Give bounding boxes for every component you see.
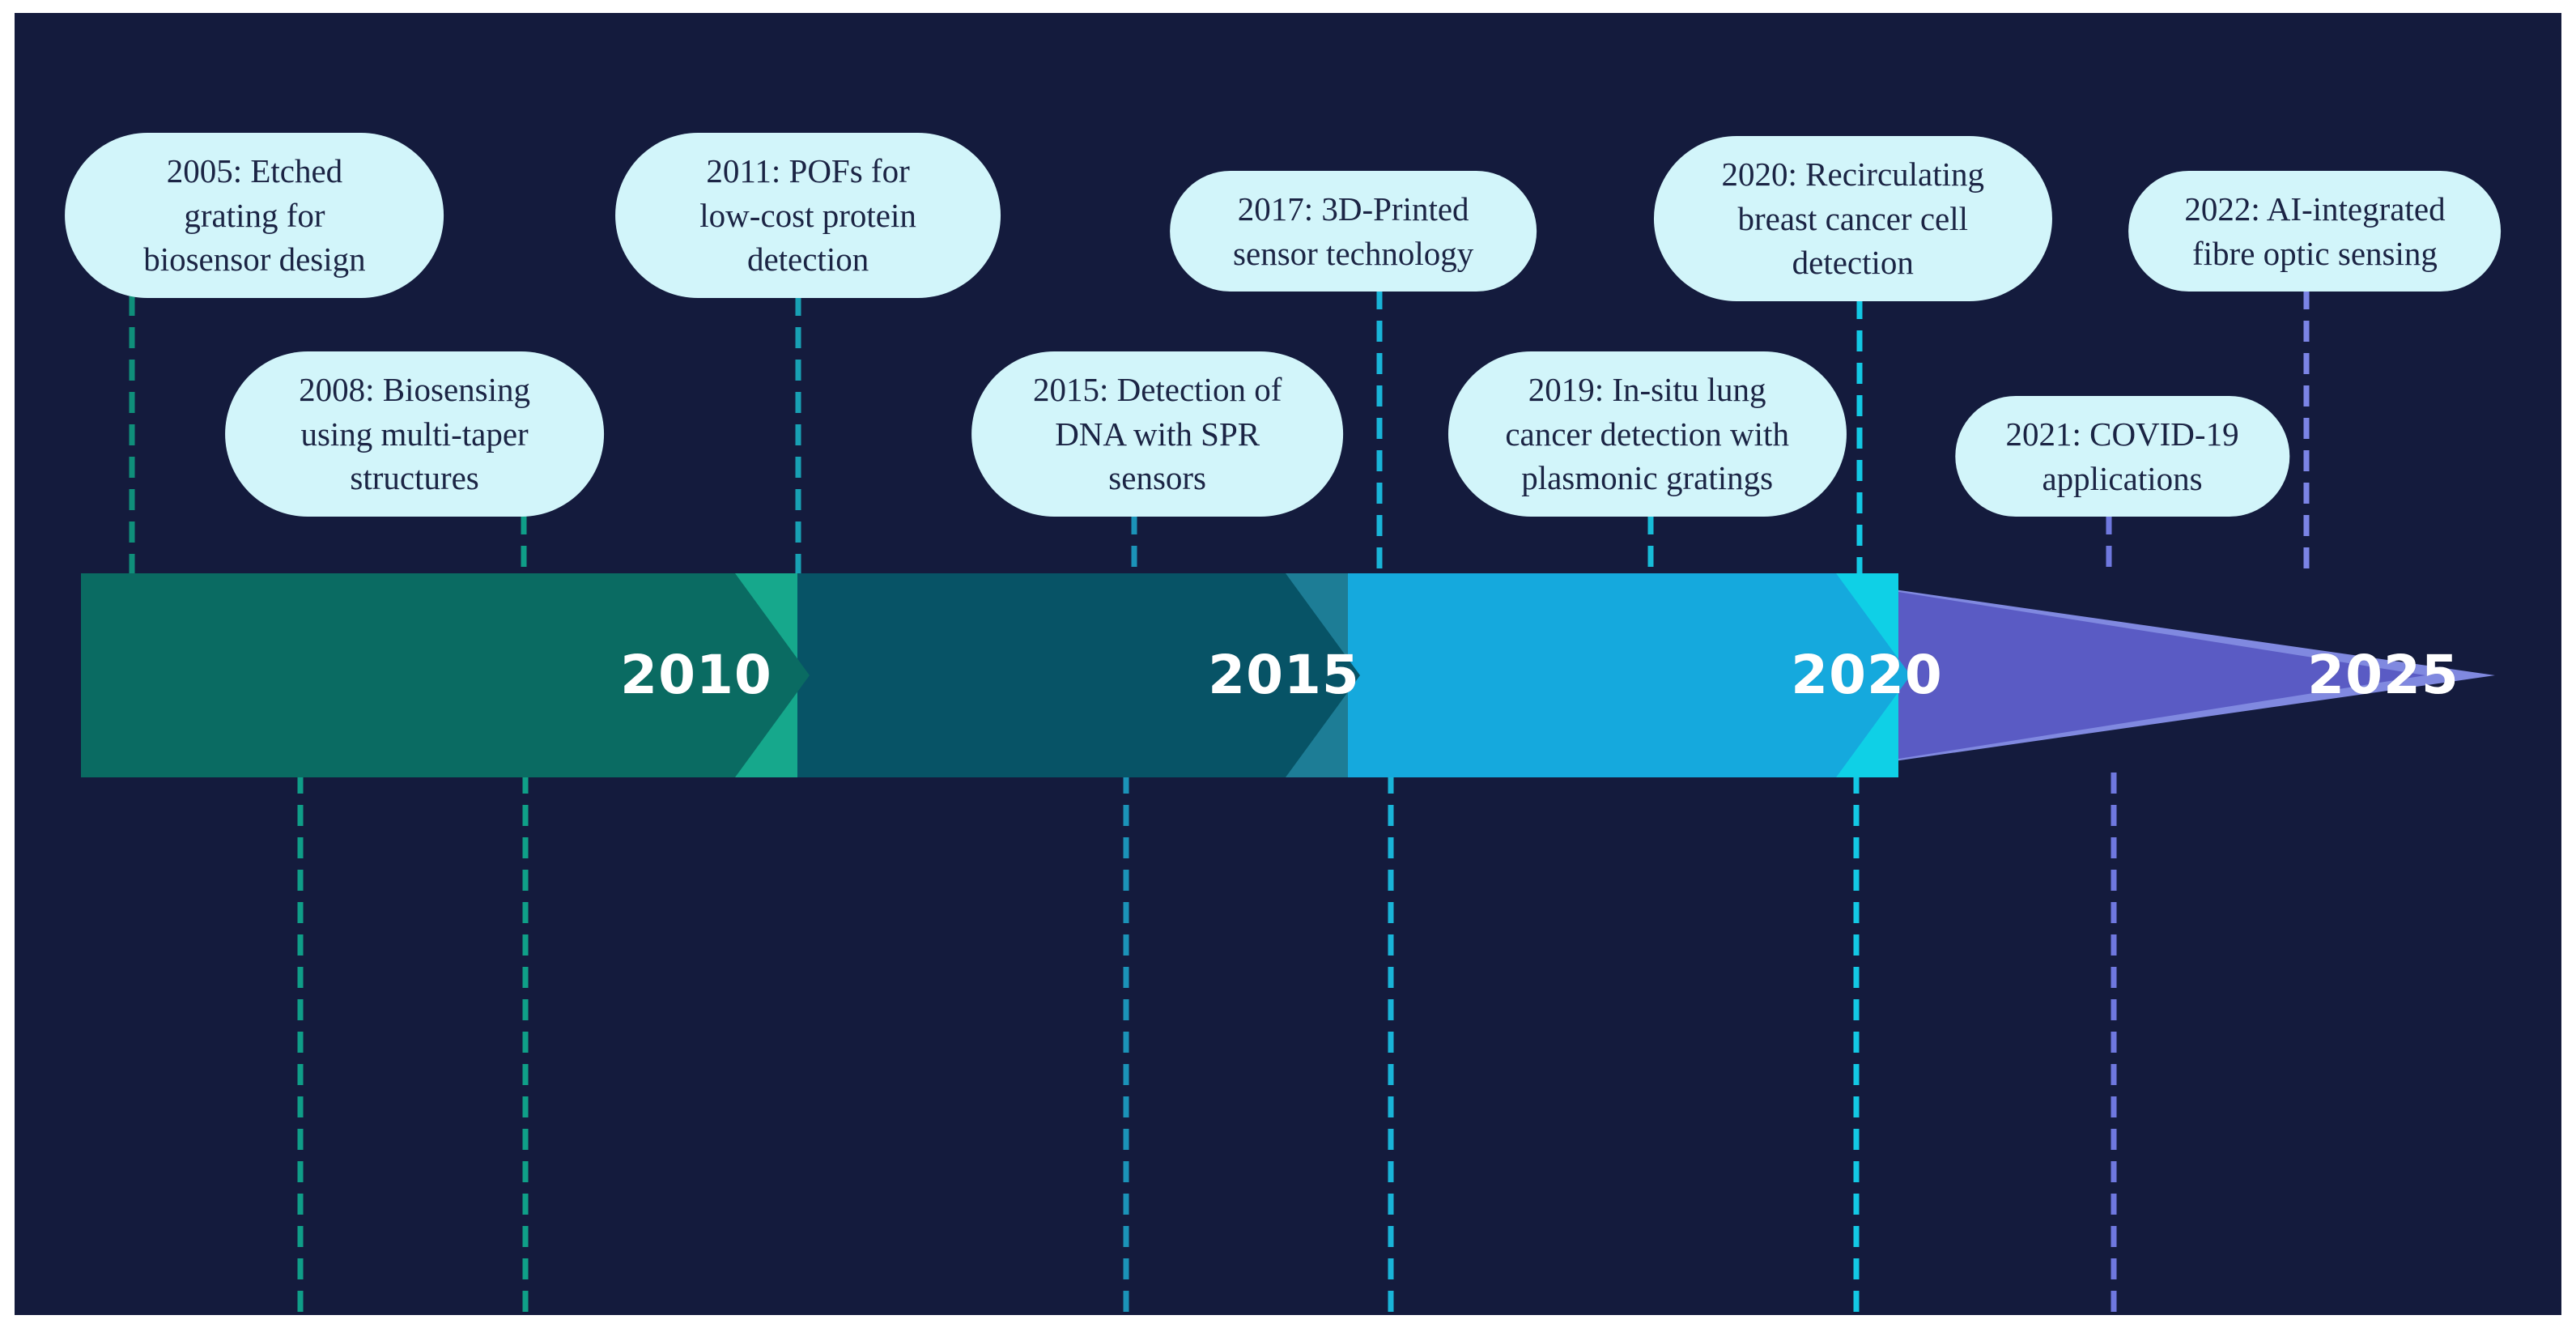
event-bubble[interactable]: 2022: AI-integrated fibre optic sensing <box>2128 171 2502 292</box>
event-connector-line <box>795 295 801 578</box>
event-bubble-text: 2022: AI-integrated fibre optic sensing <box>2184 187 2445 275</box>
event-connector-line <box>129 295 135 578</box>
event-bubble-line: 2008: Biosensing <box>299 371 531 409</box>
event-bubble-line: 2015: Detection of <box>1032 371 1282 409</box>
year-label-2025: 2025 <box>2307 644 2459 706</box>
event-bubble-text: 2008: Biosensing using multi-taper structu… <box>299 368 530 500</box>
event-bubble[interactable]: 2005: Etched grating for biosensor design <box>65 133 444 299</box>
year-label-2020: 2020 <box>1791 644 1943 706</box>
event-bubble[interactable]: 2020: Recirculating breast cancer cell det… <box>1653 136 2052 302</box>
event-bubble-line: 2017: 3D-Printed <box>1237 190 1469 228</box>
event-bubble-text: 2015: Detection of DNA with SPR sensors <box>1033 368 1282 500</box>
event-bubble-line: sensors <box>1108 459 1207 497</box>
event-bubble-text: 2011: POFs for low-cost protein detection <box>699 149 916 282</box>
event-bubble-line: fibre optic sensing <box>2192 234 2438 272</box>
year-label-2010: 2010 <box>620 644 772 706</box>
event-bubble-line: 2005: Etched <box>166 152 343 190</box>
event-bubble-line: breast cancer cell <box>1737 199 1969 237</box>
event-bubble-line: 2011: POFs for <box>706 152 910 190</box>
event-bubble[interactable]: 2017: 3D-Printed sensor technology <box>1169 171 1537 292</box>
event-bubble-line: structures <box>350 459 479 497</box>
segment-2010-body <box>81 573 810 777</box>
event-connector-line <box>522 773 529 1315</box>
event-bubble-text: 2020: Recirculating breast cancer cell det… <box>1722 152 1985 285</box>
event-bubble-line: 2020: Recirculating <box>1721 155 1985 194</box>
event-bubble-line: low-cost protein <box>699 196 916 234</box>
event-bubble-line: 2021: COVID-19 <box>2005 415 2239 453</box>
event-bubble[interactable]: 2019: In-situ lung cancer detection with p… <box>1447 351 1847 517</box>
diagram-panel: 2010 2015 2020 2025 2005: Etched grating … <box>15 13 2561 1315</box>
event-bubble-line: sensor technology <box>1233 234 1474 272</box>
event-bubble-text: 2017: 3D-Printed sensor technology <box>1233 187 1473 275</box>
event-bubble[interactable]: 2021: COVID-19 applications <box>1954 396 2290 517</box>
event-bubble-text: 2019: In-situ lung cancer detection with p… <box>1505 368 1789 500</box>
event-connector-line <box>1123 773 1129 1315</box>
event-connector-line <box>297 773 304 1315</box>
event-connector-line <box>1856 298 1863 578</box>
event-connector-line <box>2106 513 2112 578</box>
event-bubble-text: 2021: COVID-19 applications <box>2005 412 2238 500</box>
segment-2020-body <box>1231 573 1911 777</box>
event-connector-line <box>2303 288 2310 578</box>
event-bubble-line: biosensor design <box>143 240 366 279</box>
event-bubble-line: detection <box>1792 244 1914 282</box>
event-bubble-line: using multi-taper <box>300 415 529 453</box>
event-connector-line <box>1388 773 1394 1315</box>
event-bubble[interactable]: 2011: POFs for low-cost protein detection <box>615 133 1001 299</box>
event-connector-line <box>2111 773 2117 1315</box>
event-bubble-line: cancer detection with <box>1505 415 1789 453</box>
event-bubble-text: 2005: Etched grating for biosensor design <box>143 149 365 282</box>
event-connector-line <box>521 513 527 578</box>
timeline-band <box>81 573 2495 777</box>
event-bubble-line: plasmonic gratings <box>1521 459 1774 497</box>
event-bubble-line: grating for <box>184 196 325 234</box>
year-label-2015: 2015 <box>1208 644 1360 706</box>
event-bubble-line: detection <box>746 240 869 279</box>
event-bubble-line: applications <box>2042 459 2203 497</box>
event-connector-line <box>1131 513 1137 578</box>
event-connector-line <box>1647 513 1654 578</box>
event-bubble-line: 2019: In-situ lung <box>1528 371 1766 409</box>
event-bubble-line: 2022: AI-integrated <box>2184 190 2446 228</box>
event-bubble-line: DNA with SPR <box>1055 415 1260 453</box>
event-connector-line <box>1853 773 1860 1315</box>
event-bubble[interactable]: 2008: Biosensing using multi-taper structu… <box>225 351 605 517</box>
segment-2015-body <box>680 573 1360 777</box>
event-connector-line <box>1376 288 1383 578</box>
segment-2025-body <box>1781 573 2425 777</box>
event-bubble[interactable]: 2015: Detection of DNA with SPR sensors <box>971 351 1344 517</box>
